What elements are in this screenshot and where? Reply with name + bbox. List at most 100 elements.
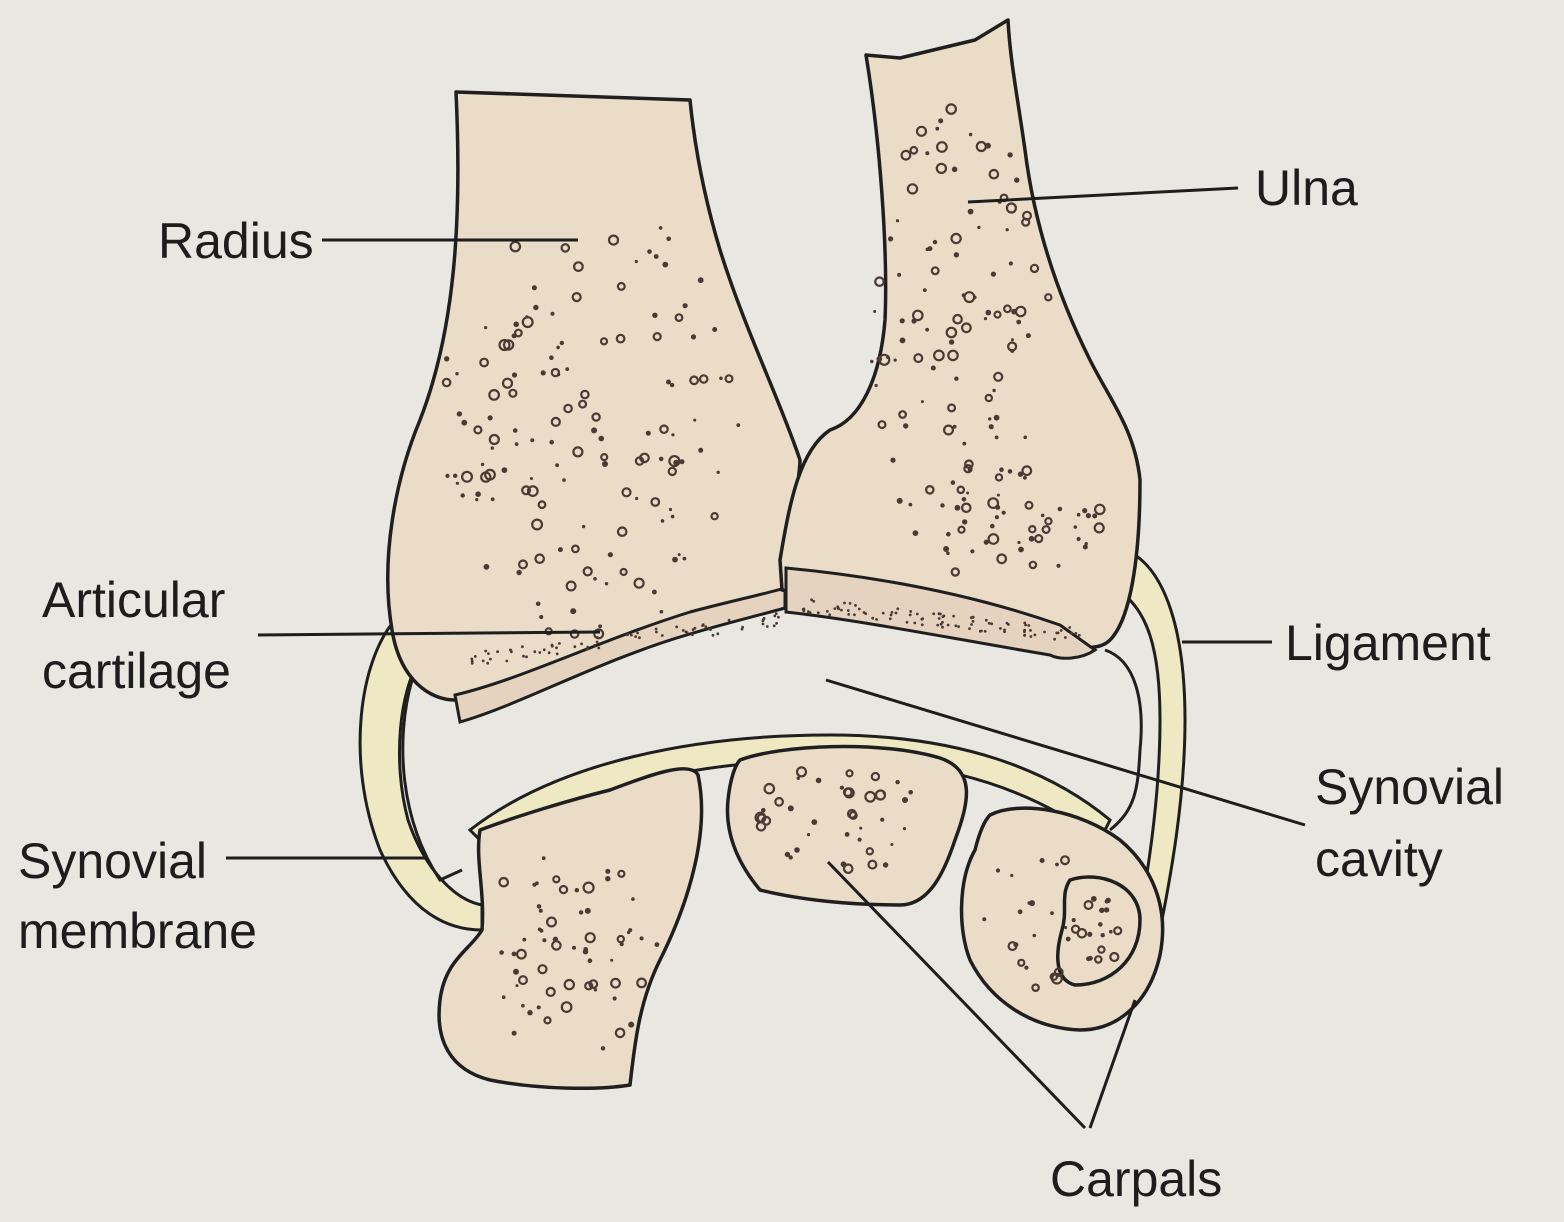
- bone-texture-speck: [899, 337, 906, 344]
- cartilage-texture-speck: [908, 613, 912, 617]
- bone-texture-speck: [1093, 522, 1105, 534]
- bone-texture-speck: [951, 166, 958, 173]
- bone-texture-speck: [514, 328, 523, 338]
- cartilage-texture-speck: [978, 629, 982, 633]
- bone-texture-speck: [960, 502, 972, 514]
- bone-texture-speck: [549, 355, 554, 361]
- cartilage-texture-speck: [741, 625, 744, 629]
- ulna-bone: [778, 18, 1142, 650]
- bone-texture-speck: [522, 937, 527, 942]
- bone-texture-speck: [985, 309, 992, 316]
- cartilage-texture-speck: [761, 622, 765, 626]
- bone-texture-speck: [441, 377, 452, 388]
- bone-texture-speck: [865, 847, 875, 856]
- bone-texture-speck: [1039, 858, 1045, 863]
- bone-texture-speck: [945, 326, 958, 339]
- bone-texture-speck: [903, 423, 909, 429]
- bone-texture-speck: [610, 977, 621, 989]
- bone-texture-speck: [572, 446, 584, 458]
- cartilage-texture-speck: [675, 625, 679, 629]
- cartilage-texture-speck: [638, 636, 641, 640]
- cartilage-texture-speck: [773, 614, 777, 618]
- bone-texture-speck: [605, 868, 611, 874]
- bone-texture-speck: [993, 414, 1000, 421]
- bone-texture-speck: [846, 808, 857, 819]
- bone-texture-speck: [761, 807, 766, 813]
- cartilage-texture-speck: [1024, 623, 1027, 627]
- label-synovial-cavity-line2: cavity: [1315, 831, 1443, 887]
- bone-texture-speck: [950, 480, 956, 485]
- carpal-bone-4: [1056, 875, 1142, 987]
- bone-texture-speck: [1013, 942, 1019, 948]
- bone-texture-speck: [560, 1001, 573, 1013]
- bone-texture-speck: [1016, 319, 1022, 325]
- bone-texture-speck: [598, 435, 605, 442]
- cartilage-texture-speck: [970, 623, 973, 626]
- cartilage-texture-speck: [473, 655, 477, 658]
- carpal-bone-1: [437, 767, 704, 1091]
- bone-texture-speck: [573, 261, 584, 273]
- bone-texture-speck: [988, 424, 994, 430]
- bone-texture-speck: [535, 601, 541, 607]
- cartilage-texture-speck: [597, 646, 601, 650]
- cartilage-texture-speck: [525, 655, 528, 659]
- bone-texture-speck: [716, 470, 720, 474]
- cartilage-texture-speck: [711, 633, 715, 637]
- bone-texture-speck: [549, 439, 554, 445]
- bone-texture-speck: [574, 888, 579, 893]
- bone-texture-speck: [578, 910, 584, 915]
- carpals-leader-line-2: [1088, 999, 1137, 1129]
- bone-texture-speck: [498, 338, 511, 352]
- bone-texture-speck: [873, 310, 877, 313]
- bone-texture-speck: [487, 415, 493, 421]
- bone-texture-speck: [552, 875, 561, 884]
- bone-texture-speck: [591, 427, 598, 434]
- bone-texture-speck: [964, 459, 974, 470]
- bone-texture-speck: [710, 512, 719, 521]
- bone-texture-speck: [1109, 951, 1120, 963]
- bone-texture-speck: [1087, 931, 1093, 937]
- cartilage-texture-speck: [853, 613, 856, 617]
- cartilage-texture-speck: [1023, 634, 1026, 637]
- cartilage-texture-speck: [522, 654, 525, 658]
- bone-texture-speck: [1005, 228, 1009, 232]
- bone-texture-speck: [571, 292, 582, 303]
- synovial-cavity-leader-line: [825, 678, 1306, 827]
- cartilage-texture-speck: [596, 636, 599, 639]
- cartilage-texture-speck: [937, 617, 941, 620]
- cartilage-texture-speck: [487, 652, 490, 655]
- bone-texture-speck: [461, 470, 474, 483]
- bone-texture-speck: [587, 958, 593, 963]
- bone-texture-speck: [698, 374, 709, 384]
- cartilage-texture-speck: [1059, 629, 1063, 632]
- bone-texture-speck: [920, 400, 924, 404]
- bone-texture-speck: [966, 491, 970, 495]
- cartilage-texture-speck: [941, 625, 944, 629]
- bone-texture-speck: [475, 491, 481, 498]
- bone-texture-speck: [977, 225, 981, 230]
- bone-texture-speck: [874, 789, 887, 801]
- bone-texture-speck: [890, 843, 894, 846]
- bone-texture-speck: [936, 141, 948, 153]
- cartilage-texture-speck: [510, 650, 513, 654]
- bone-texture-speck: [480, 462, 485, 467]
- cartilage-texture-speck: [871, 616, 875, 620]
- bone-texture-speck: [607, 552, 614, 558]
- bone-texture-speck: [499, 950, 504, 955]
- bone-texture-speck: [1084, 542, 1088, 546]
- bone-texture-speck: [756, 813, 767, 823]
- bone-texture-speck: [994, 435, 999, 440]
- bone-texture-speck: [712, 327, 718, 332]
- cartilage-texture-speck: [888, 617, 892, 621]
- bone-texture-speck: [628, 1021, 635, 1028]
- bone-texture-speck: [599, 337, 609, 346]
- bone-texture-speck: [968, 132, 973, 137]
- bone-texture-speck: [539, 614, 544, 620]
- bone-texture-speck: [516, 569, 522, 576]
- cartilage-texture-speck: [484, 649, 488, 653]
- bone-texture-speck: [698, 447, 704, 453]
- bone-texture-speck: [815, 777, 822, 784]
- bone-texture-speck: [1006, 341, 1018, 352]
- bone-texture-speck: [653, 254, 659, 259]
- bone-texture-speck: [536, 904, 542, 909]
